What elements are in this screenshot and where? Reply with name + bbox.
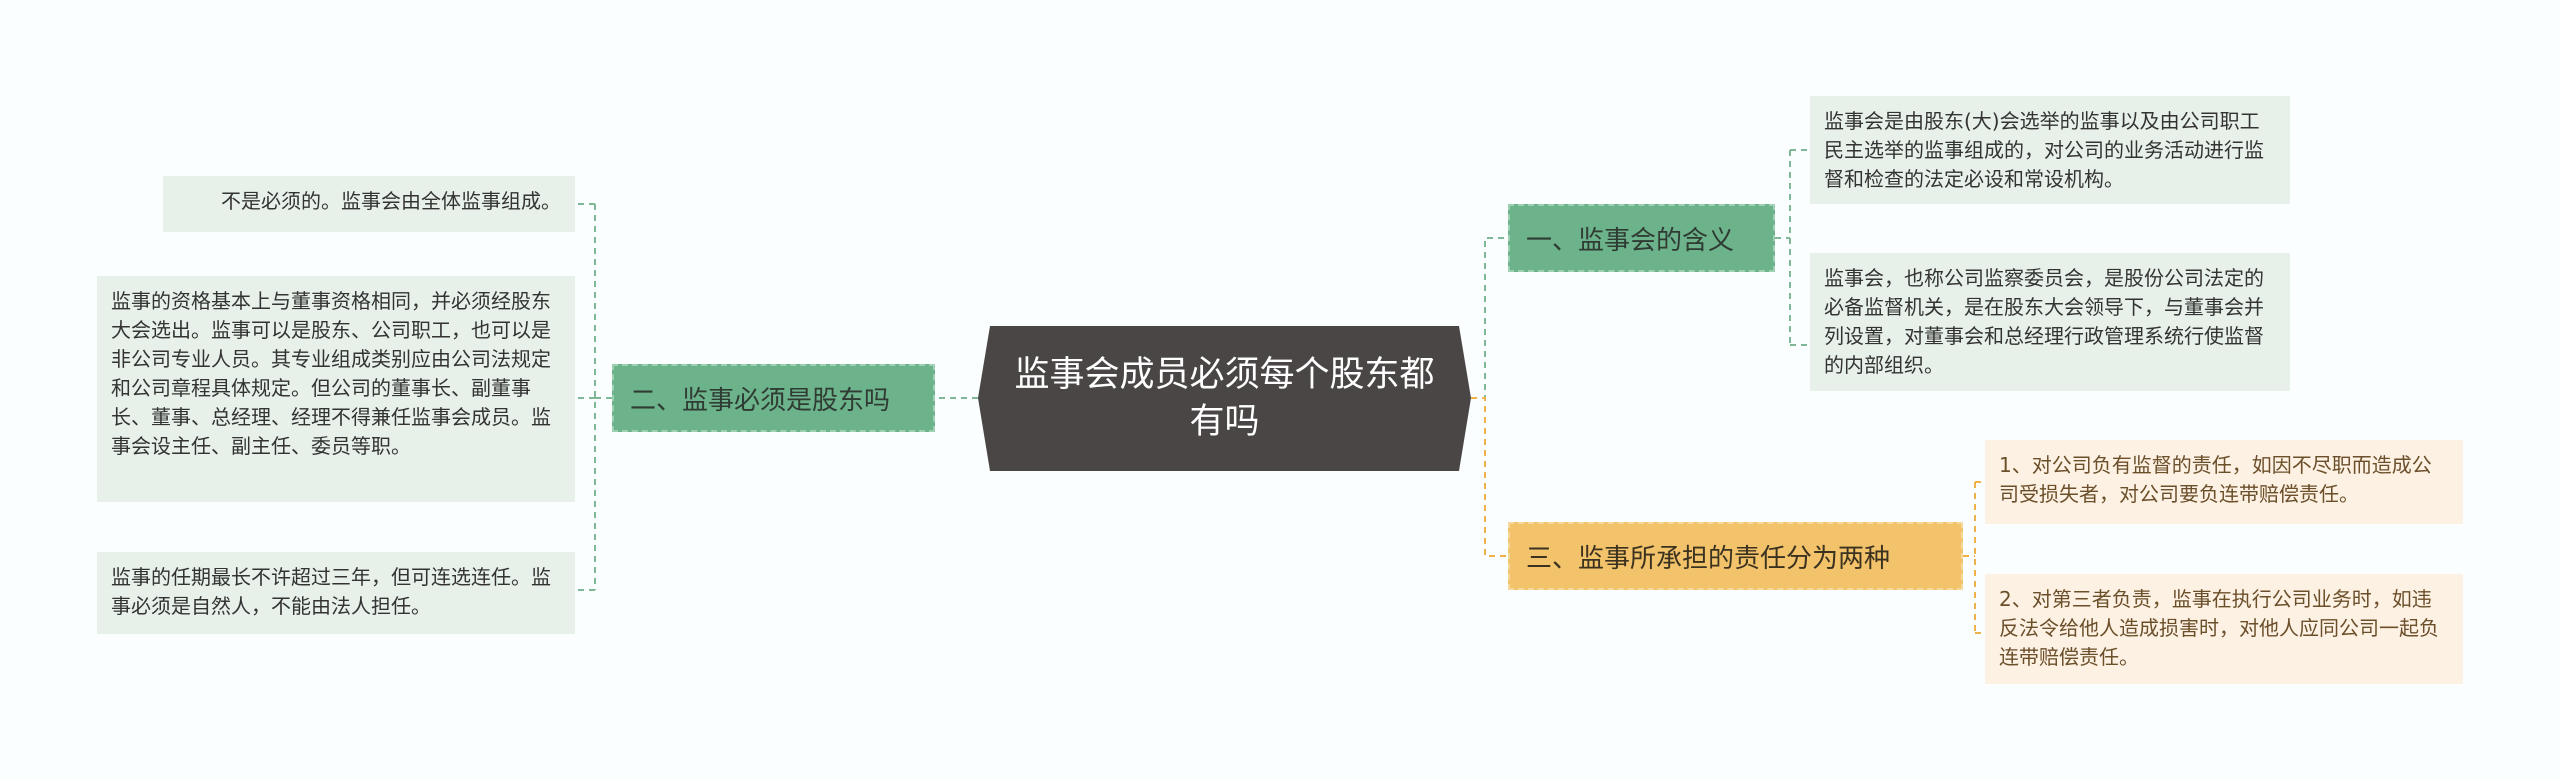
leaf-shareholder-2-text: 监事的资格基本上与董事资格相同，并必须经股东大会选出。监事可以是股东、公司职工，… [111, 289, 551, 458]
topic-responsibility[interactable]: 三、监事所承担的责任分为两种 [1508, 522, 1963, 590]
leaf-shareholder-1[interactable]: 不是必须的。监事会由全体监事组成。 [163, 176, 575, 232]
central-topic[interactable]: 监事会成员必须每个股东都有吗 [978, 326, 1471, 471]
topic-must-be-shareholder-label: 二、监事必须是股东吗 [630, 385, 891, 416]
leaf-meaning-1[interactable]: 监事会是由股东(大)会选举的监事以及由公司职工民主选举的监事组成的，对公司的业务… [1810, 96, 2290, 204]
leaf-responsibility-1-text: 1、对公司负有监督的责任，如因不尽职而造成公司受损失者，对公司要负连带赔偿责任。 [1999, 453, 2432, 506]
leaf-meaning-2[interactable]: 监事会，也称公司监察委员会，是股份公司法定的必备监督机关，是在股东大会领导下，与… [1810, 253, 2290, 391]
topic-meaning[interactable]: 一、监事会的含义 [1508, 204, 1775, 272]
topic-meaning-label: 一、监事会的含义 [1526, 225, 1735, 256]
topic-responsibility-label: 三、监事所承担的责任分为两种 [1526, 543, 1891, 574]
leaf-shareholder-2[interactable]: 监事的资格基本上与董事资格相同，并必须经股东大会选出。监事可以是股东、公司职工，… [97, 276, 575, 502]
connector-topic-1-leaves [1775, 149, 1810, 346]
connector-central-to-topic-3 [1471, 397, 1508, 557]
leaf-meaning-2-text: 监事会，也称公司监察委员会，是股份公司法定的必备监督机关，是在股东大会领导下，与… [1824, 266, 2264, 377]
connector-central-to-topic-1 [1471, 237, 1508, 399]
leaf-shareholder-3[interactable]: 监事的任期最长不许超过三年，但可连选连任。监事必须是自然人，不能由法人担任。 [97, 552, 575, 634]
leaf-meaning-1-text: 监事会是由股东(大)会选举的监事以及由公司职工民主选举的监事组成的，对公司的业务… [1824, 109, 2264, 191]
leaf-shareholder-1-text: 不是必须的。监事会由全体监事组成。 [221, 189, 561, 213]
leaf-responsibility-2[interactable]: 2、对第三者负责，监事在执行公司业务时，如违反法令给他人造成损害时，对他人应同公… [1985, 574, 2463, 684]
leaf-responsibility-2-text: 2、对第三者负责，监事在执行公司业务时，如违反法令给他人造成损害时，对他人应同公… [1999, 587, 2439, 669]
connector-topic-3-leaves [1963, 481, 1985, 634]
connector-topic-2-leaves [575, 203, 612, 591]
leaf-shareholder-3-text: 监事的任期最长不许超过三年，但可连选连任。监事必须是自然人，不能由法人担任。 [111, 565, 551, 618]
topic-must-be-shareholder[interactable]: 二、监事必须是股东吗 [612, 364, 935, 432]
central-topic-label: 监事会成员必须每个股东都有吗 [1014, 354, 1435, 442]
leaf-responsibility-1[interactable]: 1、对公司负有监督的责任，如因不尽职而造成公司受损失者，对公司要负连带赔偿责任。 [1985, 440, 2463, 524]
